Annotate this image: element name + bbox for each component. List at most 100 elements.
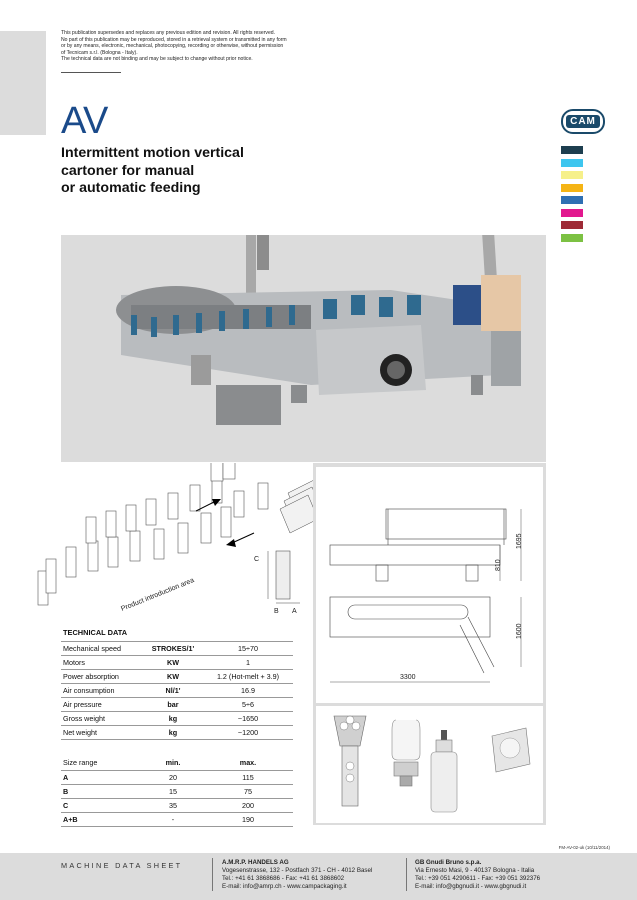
company-email: E-mail: info@amrp.ch - www.campackaging.… <box>222 883 347 891</box>
company-name: A.M.R.P. HANDELS AG <box>222 859 289 866</box>
min-header: min. <box>143 756 203 771</box>
swatch <box>561 196 583 204</box>
row-unit: KW <box>143 655 203 670</box>
row-label: Air consumption <box>61 683 143 698</box>
company-name: GB Gnudi Bruno s.p.a. <box>415 859 482 866</box>
notice-line: This publication supersedes and replaces… <box>61 30 276 36</box>
size-range-label: Size range <box>61 756 143 771</box>
footer-divider <box>406 858 407 891</box>
technical-data-title: TECHNICAL DATA <box>63 628 128 637</box>
notice-line: No part of this publication may be repro… <box>61 36 287 43</box>
row-value: 1.2 (Hot-melt + 3.9) <box>203 669 293 684</box>
footer-band <box>0 853 637 900</box>
swatch <box>561 146 583 154</box>
notice-line: of Tecnicam s.r.l. (Bologna - Italy). <box>61 49 138 56</box>
machine-photo <box>61 235 546 462</box>
dimension-length: 3300 <box>400 674 416 681</box>
sample-products <box>316 706 543 823</box>
row-max: 200 <box>203 798 293 813</box>
swatch <box>561 208 583 217</box>
swatch <box>561 171 583 179</box>
machine-illustration <box>116 235 521 425</box>
swatch <box>561 221 583 229</box>
row-min: 20 <box>143 770 203 785</box>
row-label: Net weight <box>61 725 143 740</box>
row-unit: STROKES/1' <box>143 641 203 656</box>
color-swatches <box>561 146 583 246</box>
dim-b-label: B <box>274 608 279 615</box>
cam-logo: CAM <box>561 109 605 134</box>
row-value: 15÷70 <box>203 641 293 656</box>
dim-c-label: C <box>254 556 259 563</box>
company-address: Via Ernesto Masi, 9 - 40137 Bologna - It… <box>415 867 535 875</box>
row-min: - <box>143 812 203 827</box>
logo-text: CAM <box>566 115 600 128</box>
dim-a-label: A <box>292 608 297 615</box>
subtitle-line: or automatic feeding <box>61 180 201 196</box>
layout-drawing: 1695 810 1600 3300 <box>316 467 543 703</box>
company-amrp: A.M.R.P. HANDELS AG Vogesenstrasse, 132 … <box>222 859 372 891</box>
row-label: B <box>61 784 143 799</box>
corner-accent-block <box>0 31 46 135</box>
layout-drawing-svg: 1695 810 1600 3300 <box>329 508 523 683</box>
company-phone: Tel.: +41 61 3868686 - Fax: +41 61 38686… <box>222 875 345 883</box>
swatch <box>561 158 583 167</box>
machine-code: AV <box>61 100 108 142</box>
operation-diagram-drawing: C B A Product introduction area <box>37 463 313 615</box>
subtitle-line: cartoner for manual <box>61 162 195 179</box>
row-unit: kg <box>143 725 203 740</box>
footer-divider <box>212 858 213 891</box>
row-value: 1 <box>203 655 293 670</box>
operation-diagram: C B A Product introduction area <box>26 463 313 625</box>
machine-subtitle: Intermittent motion vertical cartoner fo… <box>61 145 301 198</box>
row-unit: kg <box>143 711 203 726</box>
row-value: 16.9 <box>203 683 293 698</box>
row-max: 75 <box>203 784 293 799</box>
row-label: A <box>61 770 143 785</box>
copyright-notice: This publication supersedes and replaces… <box>61 30 306 63</box>
footer-label: MACHINE DATA SHEET <box>61 861 183 870</box>
introduction-area-label: Product introduction area <box>120 577 195 613</box>
row-label: Mechanical speed <box>61 641 143 656</box>
row-label: C <box>61 798 143 813</box>
table-row: A+B-190 <box>61 812 293 827</box>
row-unit: Nl/1' <box>143 683 203 698</box>
products-illustration <box>333 715 531 813</box>
row-max: 115 <box>203 770 293 785</box>
row-value: ~1200 <box>203 725 293 740</box>
company-address: Vogesenstrasse, 132 - Postfach 371 - CH … <box>222 867 373 875</box>
row-min: 35 <box>143 798 203 813</box>
company-gnudi: GB Gnudi Bruno s.p.a. Via Ernesto Masi, … <box>415 859 540 891</box>
swatch <box>561 233 583 242</box>
row-label: A+B <box>61 812 143 827</box>
row-label: Power absorption <box>61 669 143 684</box>
row-label: Gross weight <box>61 711 143 726</box>
notice-line: The technical data are not binding and m… <box>61 56 253 63</box>
document-reference: FM-AV-02-uk (10/11/2014) <box>558 845 610 850</box>
notice-divider <box>61 72 121 73</box>
company-email: E-mail: info@gbgnudi.it - www.gbgnudi.it <box>415 883 527 891</box>
row-unit: bar <box>143 697 203 712</box>
row-unit: KW <box>143 669 203 684</box>
subtitle-line: Intermittent motion vertical <box>61 145 244 161</box>
dimension-height-total: 1695 <box>516 533 523 549</box>
notice-line: or by any means, electronic, mechanical,… <box>61 43 284 50</box>
company-phone: Tel.: +39 051 4290611 - Fax: +39 051 392… <box>415 875 541 883</box>
row-min: 15 <box>143 784 203 799</box>
row-value: 5÷6 <box>203 697 293 712</box>
row-label: Air pressure <box>61 697 143 712</box>
row-label: Motors <box>61 655 143 670</box>
swatch <box>561 183 583 192</box>
